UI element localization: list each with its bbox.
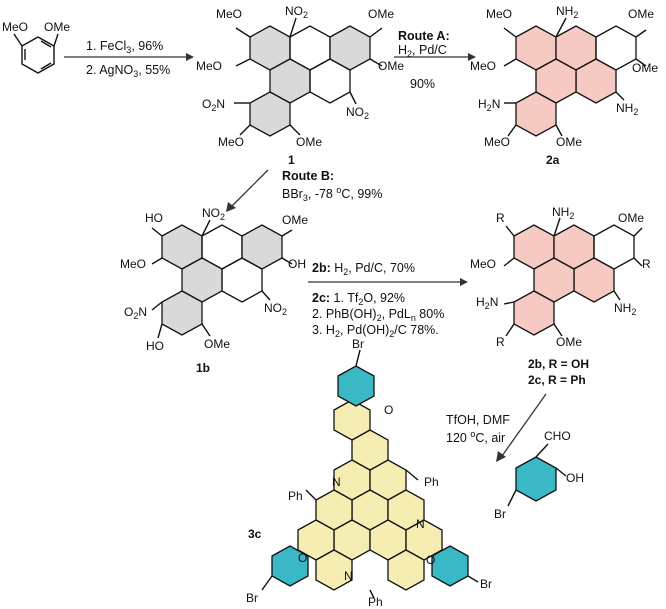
c3c-n-left: N xyxy=(332,475,341,489)
c3c-ph-left: Ph xyxy=(288,489,303,503)
step2-c-line1: 2c: 1. Tf2O, 92% xyxy=(312,291,405,307)
c3c-br-top: Br xyxy=(352,337,364,351)
step2-c-line3: 3. H2, Pd(OH)2/C 78%. xyxy=(312,323,439,339)
c1b-o2n-left: O2N xyxy=(124,305,147,321)
routeA-reagent: H2, Pd/C xyxy=(398,43,447,59)
c1-o2n-left: O2N xyxy=(202,97,225,113)
c2bc-ome-bottom: OMe xyxy=(556,335,582,349)
c2a-nh2-top: NH2 xyxy=(556,4,578,20)
c1-meo-top: MeO xyxy=(216,7,242,21)
aldehyde-oh: OH xyxy=(566,471,584,485)
c1b-ome-bottom: OMe xyxy=(204,337,230,351)
c3c-br-right: Br xyxy=(480,577,492,591)
c2a-h2n-left: H2N xyxy=(478,97,500,113)
compound-2a-structure: MeO NH2 OMe MeO OMe NH2 H2N MeO OMe 2a xyxy=(470,4,658,167)
c2bc-r-right: R xyxy=(642,257,651,271)
c1b-ome-top: OMe xyxy=(282,213,308,227)
veratrole-ome: OMe xyxy=(44,20,70,34)
c2bc-r-top: R xyxy=(496,211,505,225)
c2bc-r-bottom: R xyxy=(496,335,505,349)
compound-3c-label: 3c xyxy=(248,527,262,541)
c1-no2-right: NO2 xyxy=(346,105,369,121)
bromosalicylaldehyde-structure: CHO OH Br xyxy=(494,429,584,521)
c1-meo-bottom: MeO xyxy=(218,135,244,149)
c2bc-h2n-left: H2N xyxy=(476,295,498,311)
routeA-yield: 90% xyxy=(410,77,435,91)
c1-ome-right: OMe xyxy=(378,59,404,73)
routeB-reagent: BBr3, -78 oC, 99% xyxy=(282,185,382,203)
c1-meo-left: MeO xyxy=(196,59,222,73)
step1-line2: 2. AgNO3, 55% xyxy=(86,63,170,79)
c3c-o-right: O xyxy=(426,553,435,567)
c2bc-ome-top: OMe xyxy=(618,211,644,225)
c2a-meo-top: MeO xyxy=(486,7,512,21)
c1b-oh-right: OH xyxy=(288,257,306,271)
c2a-ome-top: OMe xyxy=(628,7,654,21)
c3c-br-left: Br xyxy=(246,591,258,605)
step2-b-line: 2b: H2, Pd/C, 70% xyxy=(312,261,415,277)
veratrole-structure: MeO OMe xyxy=(2,20,70,74)
c1b-meo-left: MeO xyxy=(120,257,146,271)
compound-2bc-structure: R NH2 OMe MeO R NH2 H2N R OMe 2b, R = OH… xyxy=(470,205,651,387)
c1b-ho-top: HO xyxy=(145,211,163,225)
c3c-ph-bottom: Ph xyxy=(368,595,383,609)
compound-2c-label: 2c, R = Ph xyxy=(528,373,586,387)
compound-1-label: 1 xyxy=(288,153,295,167)
compound-3c-structure: Br Br Br Ph Ph Ph N N N O O O 3c xyxy=(246,337,492,609)
c2bc-nh2-right: NH2 xyxy=(614,301,636,317)
c3c-n-bottom: N xyxy=(344,569,353,583)
aldehyde-cho: CHO xyxy=(544,429,571,443)
c2bc-meo-left: MeO xyxy=(470,257,496,271)
compound-2a-label: 2a xyxy=(546,153,560,167)
c1-ome-bottom: OMe xyxy=(296,135,322,149)
c1b-no2-top: NO2 xyxy=(202,206,225,222)
c2bc-nh2-top: NH2 xyxy=(552,205,574,221)
compound-1b-structure: HO NO2 OMe MeO OH NO2 O2N HO OMe 1b xyxy=(120,206,308,375)
c2a-nh2-right: NH2 xyxy=(616,101,638,117)
compound-1-structure: MeO NO2 OMe MeO OMe O2N NO2 MeO OMe 1 xyxy=(196,4,404,167)
c2a-meo-left: MeO xyxy=(470,59,496,73)
c1b-ho-bottom: HO xyxy=(146,339,164,353)
step3-arrow xyxy=(501,393,547,457)
c2a-ome-bottom: OMe xyxy=(556,135,582,149)
c1-ome-top: OMe xyxy=(368,7,394,21)
c1-no2-top: NO2 xyxy=(285,4,308,20)
routeB-arrow xyxy=(231,169,269,207)
routeA-title: Route A: xyxy=(398,29,450,43)
c3c-n-right: N xyxy=(416,517,425,531)
step3-line2: 120 oC, air xyxy=(446,429,505,445)
c3c-ph-right: Ph xyxy=(424,475,439,489)
routeB-title: Route B: xyxy=(282,169,334,183)
veratrole-meo: MeO xyxy=(2,20,28,34)
step3-line1: TfOH, DMF xyxy=(446,413,510,427)
compound-1b-label: 1b xyxy=(196,361,210,375)
step2-c-line2: 2. PhB(OH)2, PdLn 80% xyxy=(312,307,444,323)
step1-line1: 1. FeCl3, 96% xyxy=(86,39,163,55)
c3c-o-top: O xyxy=(384,403,393,417)
c2a-ome-right: OMe xyxy=(632,61,658,75)
c2a-meo-bottom: MeO xyxy=(484,135,510,149)
compound-2b-label: 2b, R = OH xyxy=(528,357,589,371)
aldehyde-br: Br xyxy=(494,507,506,521)
c1b-no2-right: NO2 xyxy=(264,301,287,317)
c3c-o-left: O xyxy=(298,551,307,565)
